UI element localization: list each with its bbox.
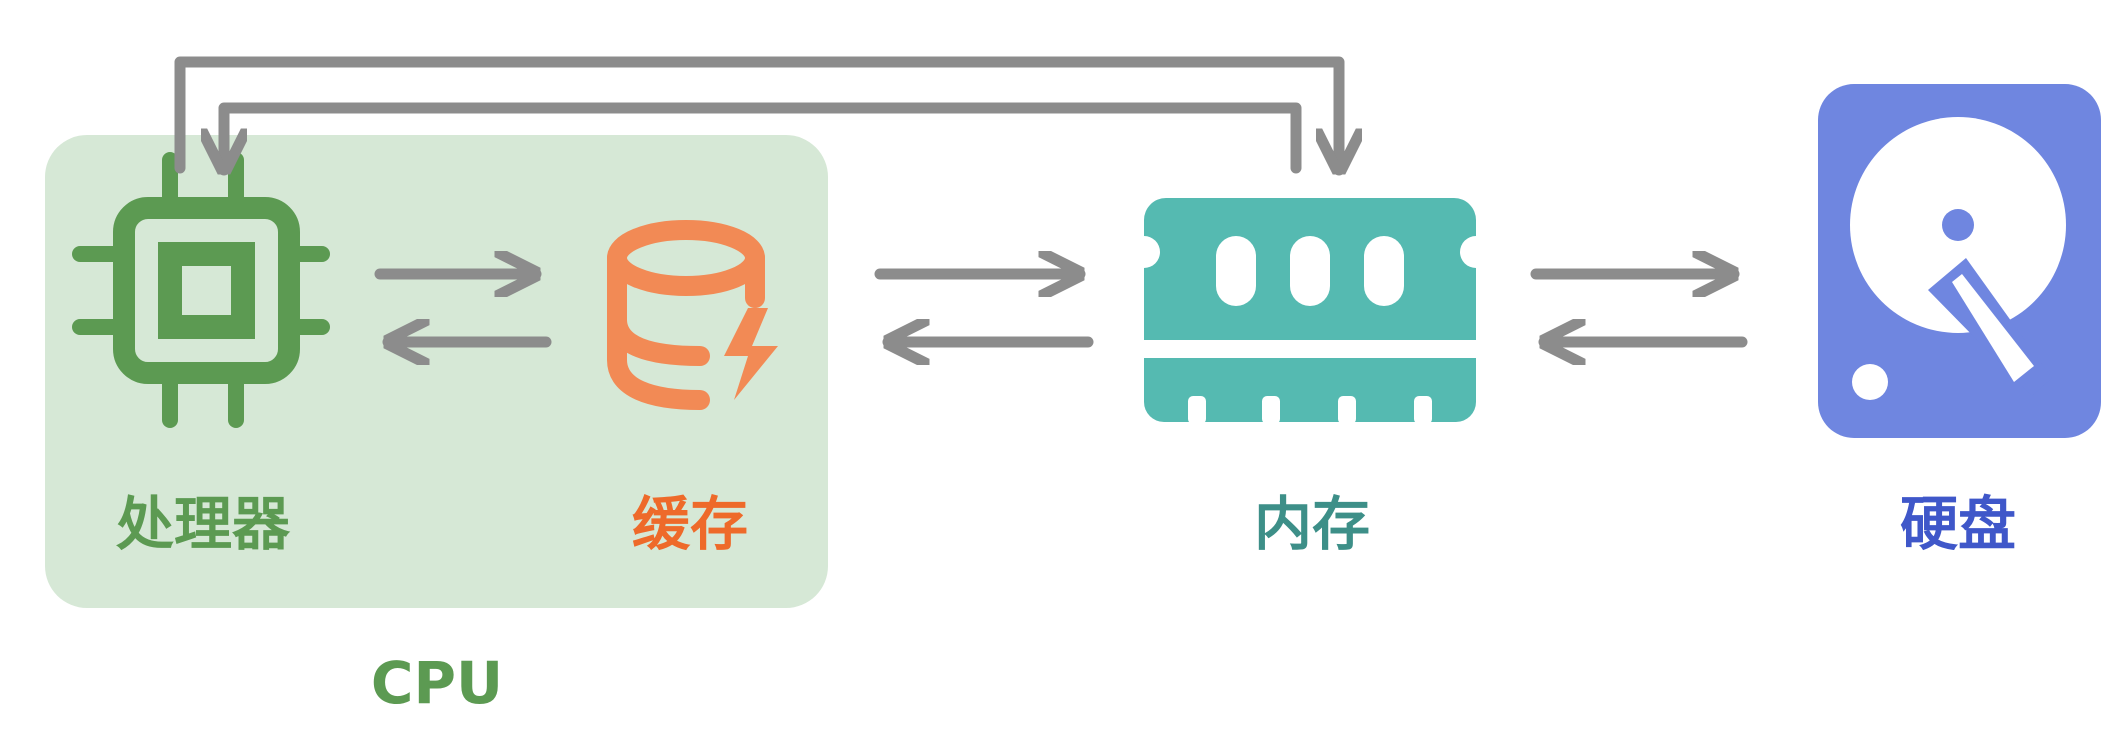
cache-bolt-icon <box>724 308 778 400</box>
arrows <box>174 56 1748 342</box>
processor-to-memory-arrow <box>174 56 1339 176</box>
memory-label: 内存 <box>1253 490 1371 558</box>
processor-label: 处理器 <box>115 490 291 558</box>
memory-to-processor-arrow <box>224 102 1302 176</box>
memory-icon <box>1144 198 1476 424</box>
cache-icon <box>607 220 765 410</box>
cache-label: 缓存 <box>631 490 749 558</box>
disk-icon <box>1818 84 2101 438</box>
cpu-group-label: CPU <box>370 649 504 717</box>
disk-label: 硬盘 <box>1899 490 2017 558</box>
processor-icon <box>72 152 330 428</box>
